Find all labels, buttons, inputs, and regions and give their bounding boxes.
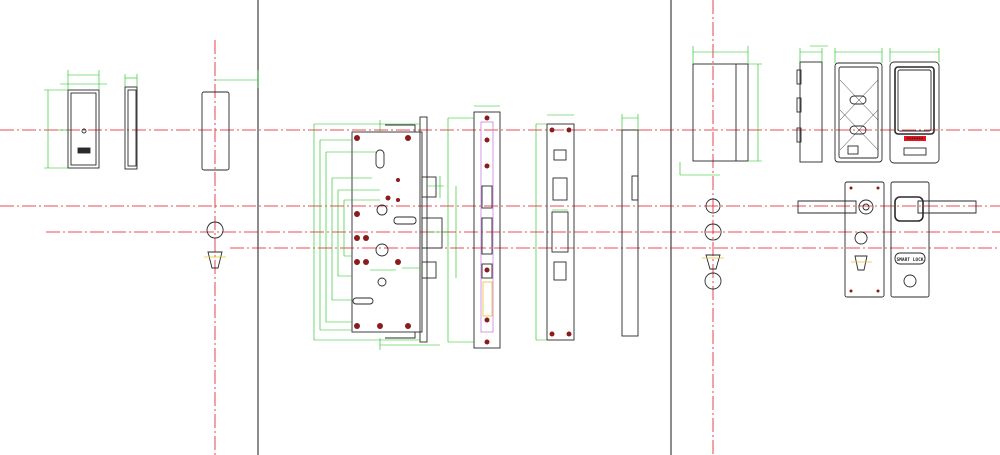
strike-outline	[546, 123, 575, 341]
housing-dimensions	[44, 70, 107, 169]
faceplate-deadbolt-cut	[481, 185, 493, 209]
lever-left	[797, 200, 857, 214]
lock-panel-side	[692, 63, 749, 162]
front-red-tag	[904, 136, 926, 141]
front-outline	[889, 61, 940, 164]
faceplate-view	[473, 111, 501, 349]
mortise-faceplate	[419, 116, 428, 343]
housing-hole	[81, 128, 87, 134]
latch-bolt	[421, 217, 443, 249]
lock-module-back	[834, 62, 883, 163]
follower	[376, 204, 388, 216]
side-dimensions	[124, 74, 138, 87]
cylinder-cutout-right	[704, 223, 722, 270]
faceplate-outline	[473, 111, 501, 349]
strike-latch-cut	[551, 211, 569, 253]
side-outline	[124, 86, 138, 170]
escutcheon-left	[844, 181, 885, 298]
faceplate-dims	[447, 105, 500, 343]
front-buttons	[903, 147, 927, 156]
lever-right	[917, 200, 977, 214]
housing-slot	[77, 147, 91, 154]
panel-side-dims	[679, 46, 762, 176]
lever-slot	[393, 216, 417, 225]
housing-side-view	[124, 86, 138, 170]
aux-latch	[421, 261, 437, 279]
cylinder-hole	[375, 243, 389, 257]
escutcheon-keyhole	[854, 231, 868, 271]
smart-lock-label: SMART LOCK	[896, 257, 923, 263]
handle-assembly	[797, 181, 977, 298]
side-inner	[127, 89, 137, 167]
door-edge-outline	[621, 129, 639, 337]
spindle-slot-top	[375, 149, 385, 169]
deadbolt	[421, 176, 437, 198]
strike-plate-view	[546, 123, 575, 341]
faceplate-latch-cut	[481, 217, 493, 255]
housing-inner	[70, 92, 97, 166]
front-dims	[834, 48, 940, 63]
cylinder-cutouts-right	[704, 198, 722, 290]
front-screen	[894, 66, 935, 135]
mortise-dimensions	[313, 120, 448, 350]
housing-outline	[67, 89, 100, 169]
lower-slot	[352, 297, 374, 305]
back-slot-2	[849, 125, 867, 135]
profile-dims	[799, 45, 828, 62]
escutcheon-screws	[849, 186, 880, 293]
front-tag-text: ·······	[907, 136, 924, 141]
strike-dims	[535, 114, 574, 341]
cylinder-cutout-left	[206, 221, 224, 269]
escutcheon-right	[890, 181, 930, 298]
faceplate-accent	[482, 281, 493, 317]
mortise-body	[351, 116, 443, 343]
smart-lock-badge	[894, 252, 926, 265]
lever-left-rose	[858, 199, 874, 215]
strike-slot-top	[553, 149, 567, 161]
escutcheon-outline	[201, 91, 230, 171]
lower-hub	[377, 277, 387, 287]
escutcheon-dims	[215, 70, 259, 88]
strike-deadbolt-cut	[552, 177, 568, 201]
faceplate-holes	[484, 115, 490, 345]
door-edge-dims	[621, 114, 639, 130]
thumb-hole-right	[704, 272, 722, 290]
door-edge-view	[621, 129, 639, 337]
lock-module-profile	[796, 61, 823, 163]
housing-front-view	[67, 89, 100, 169]
strike-holes	[549, 127, 572, 337]
door-edge-cut	[631, 175, 639, 201]
spindle-hole-right	[705, 198, 721, 214]
back-slot-1	[849, 95, 867, 105]
escutcheon-side	[201, 91, 230, 171]
mortise-holes	[354, 135, 411, 329]
lever-right-rose	[894, 196, 924, 222]
thumb-turn	[903, 274, 917, 288]
strike-aux-cut	[553, 261, 567, 281]
back-connector	[847, 145, 859, 155]
faceplate-guides	[480, 121, 494, 333]
panel-side-outline	[692, 63, 749, 162]
lock-module-front: ·······	[889, 61, 940, 164]
faceplate-aux-cut	[481, 263, 493, 279]
back-outline	[834, 62, 883, 163]
